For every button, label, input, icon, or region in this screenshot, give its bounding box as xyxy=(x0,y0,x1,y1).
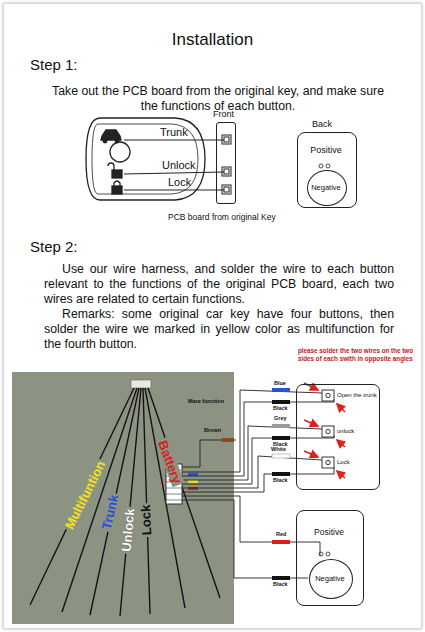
switch xyxy=(322,390,334,468)
page-title: Installation xyxy=(0,30,425,51)
node-text: Positive xyxy=(297,527,361,537)
label: Lock xyxy=(168,176,191,189)
button-pad xyxy=(222,135,231,194)
wire xyxy=(182,390,334,578)
label: Remarks: some original car key have four… xyxy=(44,307,394,352)
node-text: Front xyxy=(213,109,234,120)
label: Step 2: xyxy=(30,238,78,256)
label: Red xyxy=(276,531,286,538)
label: Grey xyxy=(274,415,287,422)
pcb-board: Open the trunk unlockLock xyxy=(296,384,380,490)
battery-circle: Negative xyxy=(307,170,347,206)
label: Black xyxy=(273,477,288,484)
label: Mare function xyxy=(188,398,224,405)
pcb-board: PositiveNegative xyxy=(296,510,364,606)
label: White xyxy=(271,446,286,453)
harness-photo xyxy=(12,372,234,624)
label: Black xyxy=(273,405,288,412)
label: Black xyxy=(273,581,288,588)
node-text: Back xyxy=(312,119,332,130)
label: Lock xyxy=(139,503,153,538)
node-text: Negative xyxy=(310,574,350,583)
key-fob xyxy=(86,118,205,200)
wire-color-band xyxy=(222,388,290,580)
node-text: unlock xyxy=(337,428,354,435)
label: Step 1: xyxy=(30,56,78,74)
node-text: Lock xyxy=(337,459,350,466)
label: Trunk xyxy=(160,126,188,139)
label: Use our wire harness, and solder the wir… xyxy=(44,262,394,307)
label: PCB board from original Key xyxy=(168,212,276,222)
label: Brown xyxy=(204,427,221,434)
label: Blue xyxy=(274,380,286,387)
battery-circle: Negative xyxy=(309,559,353,599)
label: Unlock xyxy=(162,159,196,172)
node-text: Negative xyxy=(308,183,344,192)
leader-line xyxy=(124,140,224,190)
label: Unlock xyxy=(119,506,136,554)
pcb-board: BackPositiveNegative xyxy=(297,132,357,208)
label: please solder the two wires on the two s… xyxy=(298,347,423,362)
node-text: Positive xyxy=(298,145,354,156)
pcb-board: Front xyxy=(216,122,236,204)
node-text: Open the trunk xyxy=(337,392,377,399)
